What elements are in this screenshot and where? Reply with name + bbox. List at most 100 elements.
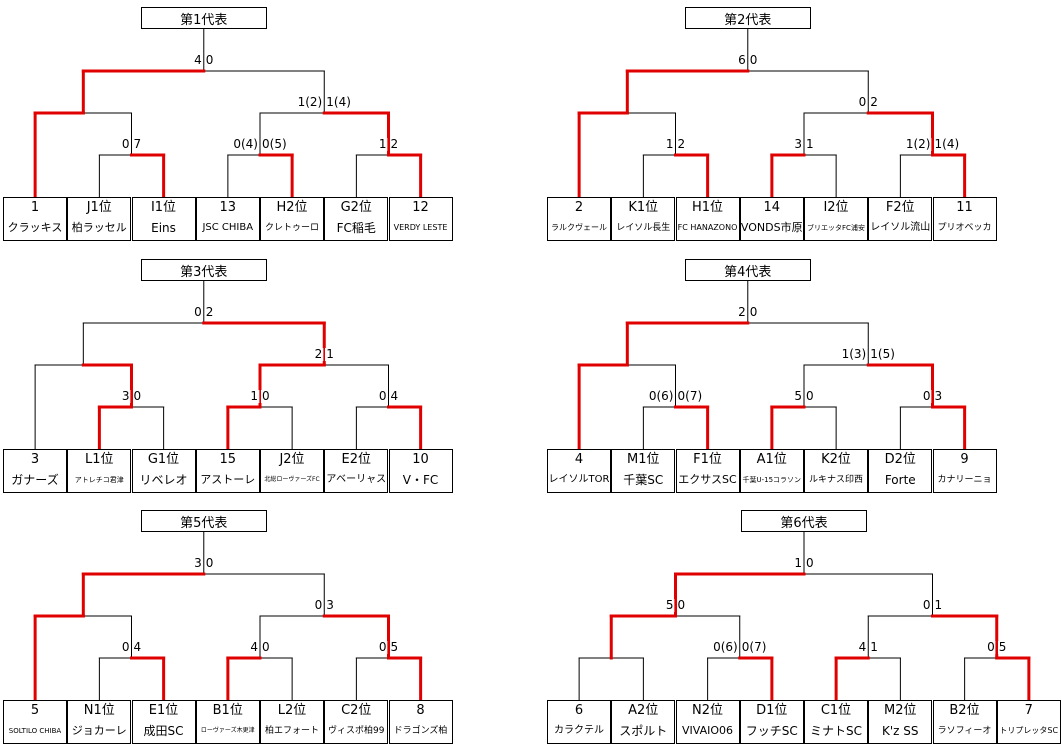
team-box: 6 カラクテル [547, 700, 611, 744]
match-score: 2 [676, 137, 687, 151]
team-seed: 12 [412, 200, 429, 215]
team-seed: K1位 [628, 200, 659, 215]
match-score: 1 [933, 598, 944, 612]
team-seed: F2位 [885, 200, 915, 215]
team-seed: M2位 [884, 703, 917, 718]
match-score: 0 [261, 389, 271, 403]
team-name: フッチSC [745, 724, 798, 738]
match-score: 1 [869, 640, 879, 654]
match-score: 5 [389, 640, 400, 654]
team-name: レイソル流山 [870, 222, 931, 233]
team-name: カラクテル [554, 725, 604, 736]
match-score: 5 [997, 640, 1008, 654]
team-name: アトレチコ君津 [74, 476, 124, 484]
team-box: K2位ルキナス印西 [804, 449, 868, 493]
team-seed: L1位 [84, 452, 114, 467]
match-score: 2 [389, 137, 400, 151]
match-score: 0 [313, 598, 324, 612]
team-box: E2位アベーリャス [324, 449, 389, 493]
team-box: C2位ヴィスポ柏99 [324, 700, 389, 744]
team-name: ブリエッタFC浦安 [807, 224, 865, 232]
team-name: SOLTILO CHIBA [8, 727, 62, 735]
team-name: 千葉U-15コラソン [742, 476, 802, 484]
team-seed: M1位 [627, 452, 660, 467]
team-seed: H2位 [276, 200, 308, 215]
team-name: アベーリャス [326, 474, 387, 485]
team-seed: I2位 [823, 200, 849, 215]
team-seed: E1位 [148, 703, 179, 718]
team-name: ルキナス印西 [808, 475, 863, 485]
match-score: 0(4) [232, 137, 259, 151]
team-seed: N1位 [83, 703, 115, 718]
team-box: J2位北総ローヴァーズFC [260, 449, 324, 493]
team-name: エクサスSC [678, 473, 737, 486]
match-score: 0 [204, 556, 215, 570]
team-seed: 15 [219, 452, 237, 467]
match-score: 0 [120, 640, 131, 654]
match-score: 4 [249, 640, 259, 654]
match-score: 0(7) [740, 640, 768, 654]
team-seed: 1 [30, 200, 40, 215]
team-seed: B1位 [212, 703, 243, 718]
team-name: トリプレッタSC [999, 726, 1059, 735]
team-box: H2位クレトゥーロ [260, 197, 324, 241]
team-name: V・FC [402, 473, 439, 487]
team-name: 成田SC [143, 724, 184, 738]
team-name: レイソル長生 [616, 223, 671, 233]
team-seed: D1位 [756, 703, 788, 718]
match-score: 2 [204, 305, 215, 319]
match-score: 4 [857, 640, 868, 654]
match-score: 7 [132, 137, 143, 151]
team-box: B2位ラソフィーオ [932, 700, 997, 744]
bracket-title: 第6代表 [741, 510, 867, 532]
team-seed: 7 [1024, 703, 1033, 718]
team-name: K'z SS [881, 724, 919, 738]
match-score: 0 [805, 556, 815, 570]
match-score: 0 [261, 640, 271, 654]
bracket-title: 第1代表 [140, 7, 267, 29]
team-name: レイソルTOR [548, 474, 610, 485]
team-box: E1位成田SC [131, 700, 196, 744]
team-name: FC HANAZONO [677, 223, 738, 232]
team-seed: G1位 [147, 452, 180, 467]
team-seed: 6 [574, 703, 584, 718]
team-box: H1位 FC HANAZONO [675, 197, 740, 241]
match-score: 0 [204, 53, 215, 67]
match-score: 0 [986, 640, 996, 654]
team-seed: J2位 [279, 452, 305, 467]
team-name: プリオベッカ [937, 223, 992, 233]
match-score: 1 [805, 137, 815, 151]
team-seed: B2位 [949, 703, 980, 718]
bracket-title: 第3代表 [140, 259, 267, 281]
team-box: 7 トリプレッタSC [996, 700, 1061, 744]
team-name: 北総ローヴァーズFC [264, 476, 320, 483]
match-score: 1(2) [904, 137, 932, 151]
match-score: 3 [793, 137, 803, 151]
team-seed: L2位 [277, 703, 307, 718]
match-score: 1(4) [325, 95, 352, 109]
match-score: 0(5) [261, 137, 288, 151]
team-name: クラッキス [7, 221, 63, 234]
team-box: N1位ジョカーレ [67, 700, 132, 744]
bracket-title: 第5代表 [140, 510, 267, 532]
match-score: 1 [325, 347, 335, 361]
match-score: 0 [921, 389, 932, 403]
team-seed: 11 [956, 200, 973, 215]
team-box: L1位アトレチコ君津 [67, 449, 132, 493]
match-score: 0 [132, 389, 143, 403]
team-box: K1位レイソル長生 [611, 197, 676, 241]
team-name: ラソフィーオ [937, 726, 992, 736]
team-box: G1位リベレオ [131, 449, 196, 493]
team-seed: 8 [416, 703, 425, 718]
match-score: 1 [664, 137, 675, 151]
match-score: 5 [664, 598, 675, 612]
team-seed: H1位 [691, 200, 724, 215]
